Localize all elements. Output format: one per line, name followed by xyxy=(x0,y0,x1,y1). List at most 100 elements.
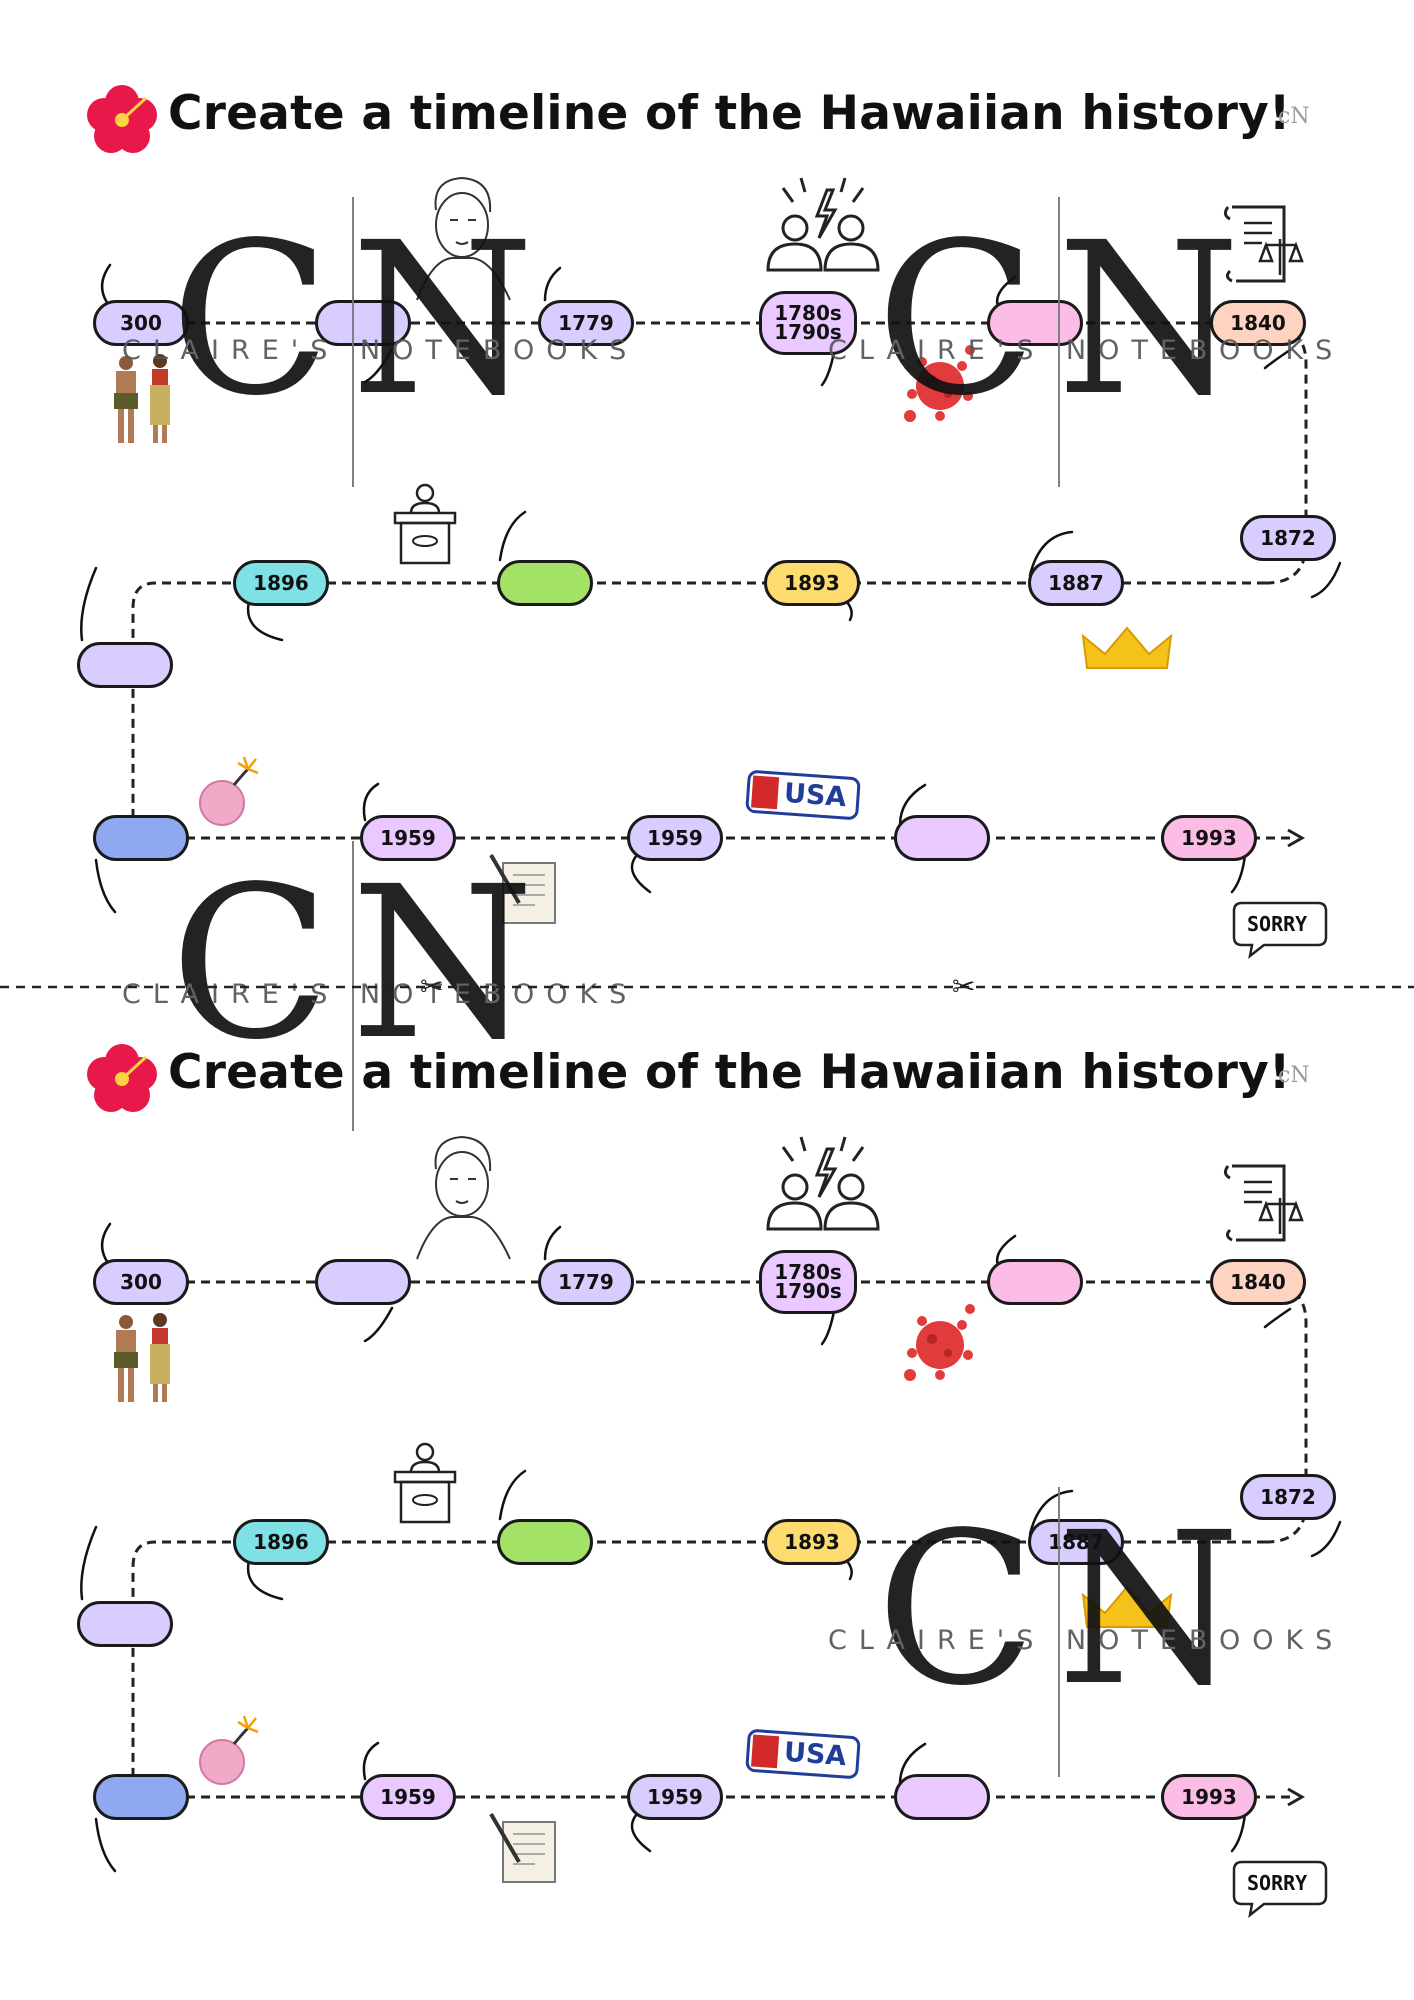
timeline-pill-1959: 1959 xyxy=(627,1774,723,1820)
conflict-people-icon xyxy=(766,1136,880,1231)
timeline-pill-1959: 1959 xyxy=(360,815,456,861)
hand-drawn-curve xyxy=(362,1741,380,1781)
timeline-pill-300: 300 xyxy=(93,1259,189,1305)
timeline-pill-1959: 1959 xyxy=(360,1774,456,1820)
timeline-pill-1993: 1993 xyxy=(1161,1774,1257,1820)
sorry-speech-bubble-icon xyxy=(1232,901,1328,960)
timeline-path-row1 xyxy=(141,321,1308,585)
timeline-pill-1893: 1893 xyxy=(764,1519,860,1565)
document-pen-icon xyxy=(489,853,556,924)
timeline-blank-pill xyxy=(497,560,593,606)
scissors-icon: ✂ xyxy=(952,970,976,1003)
timeline-blank-pill xyxy=(93,1774,189,1820)
podium-speaker-icon xyxy=(393,483,457,565)
hand-drawn-curve xyxy=(94,858,117,914)
small-watermark-mark: cN xyxy=(1278,104,1310,129)
crown-icon xyxy=(1081,626,1173,669)
portrait-sketch-icon xyxy=(416,176,511,301)
timeline-blank-pill xyxy=(987,300,1083,346)
sorry-sticker-label: SORRY xyxy=(1247,1871,1308,1895)
hand-drawn-curve xyxy=(362,782,380,822)
timeline-pill-1887: 1887 xyxy=(1028,560,1124,606)
timeline-pill-1959: 1959 xyxy=(627,815,723,861)
sorry-speech-bubble-icon xyxy=(1232,1860,1328,1919)
hand-drawn-curve xyxy=(543,1225,562,1261)
document-pen-icon xyxy=(489,1812,556,1883)
sorry-sticker-label: SORRY xyxy=(1247,912,1308,936)
hibiscus-icon xyxy=(87,85,157,153)
timeline-blank-pill xyxy=(315,300,411,346)
hand-drawn-curve xyxy=(1310,561,1342,599)
usa-sticker-label: USA xyxy=(782,1736,848,1773)
portrait-sketch-icon xyxy=(416,1135,511,1260)
hand-drawn-curve xyxy=(498,510,527,562)
usa-flag-icon xyxy=(751,775,780,810)
watermark-brand: CLAIRE'S NOTEBOOKS xyxy=(122,979,639,1010)
hand-drawn-curve xyxy=(80,566,98,642)
timeline-blank-pill xyxy=(894,815,990,861)
hand-drawn-curve xyxy=(1230,853,1247,894)
timeline-pill-1893: 1893 xyxy=(764,560,860,606)
bomb-icon xyxy=(199,1715,259,1785)
watermark-brand: CLAIRE'S NOTEBOOKS xyxy=(828,335,1345,366)
timeline-arrow-head xyxy=(1287,1787,1306,1807)
timeline-pill-1896: 1896 xyxy=(233,1519,329,1565)
timeline-blank-pill xyxy=(93,815,189,861)
timeline-pill-300: 300 xyxy=(93,300,189,346)
hand-drawn-curve xyxy=(543,266,562,302)
timeline-blank-pill xyxy=(894,1774,990,1820)
hand-drawn-curve xyxy=(1263,348,1292,370)
podium-speaker-icon xyxy=(393,1442,457,1524)
timeline-blank-pill xyxy=(987,1259,1083,1305)
timeline-pill-1887: 1887 xyxy=(1028,1519,1124,1565)
timeline-pill-1840: 1840 xyxy=(1210,300,1306,346)
timeline-pill-1779: 1779 xyxy=(538,300,634,346)
small-watermark-mark: cN xyxy=(1278,1063,1310,1088)
usa-flag-icon xyxy=(751,1734,780,1769)
hand-drawn-curve xyxy=(1310,1520,1342,1558)
crown-icon xyxy=(1081,1585,1173,1628)
hand-drawn-curve xyxy=(1263,1307,1292,1329)
virus-icon xyxy=(904,345,975,422)
hand-drawn-curve xyxy=(363,1306,394,1343)
watermark-divider xyxy=(1058,197,1060,487)
usa-sticker-label: USA xyxy=(782,777,848,814)
hand-drawn-curve xyxy=(1230,1812,1247,1853)
timeline-pill-1872: 1872 xyxy=(1240,515,1336,561)
virus-icon xyxy=(904,1304,975,1381)
timeline-pill-1872: 1872 xyxy=(1240,1474,1336,1520)
hawaiian-people-icon xyxy=(114,1313,170,1402)
timeline-path-row2 xyxy=(131,581,1266,838)
conflict-people-icon xyxy=(766,177,880,272)
hand-drawn-curve xyxy=(80,1525,98,1601)
law-scroll-icon xyxy=(1223,1164,1304,1242)
timeline-arrow-head xyxy=(1287,828,1306,848)
timeline-pill-1780s-1790s: 1780s 1790s xyxy=(759,1250,857,1314)
watermark-divider xyxy=(352,197,354,487)
timeline-path-row1 xyxy=(141,1280,1308,1544)
timeline-pill-1779: 1779 xyxy=(538,1259,634,1305)
timeline-pill-1780s-1790s: 1780s 1790s xyxy=(759,291,857,355)
hawaiian-people-icon xyxy=(114,354,170,443)
timeline-pill-1840: 1840 xyxy=(1210,1259,1306,1305)
watermark-brand: CLAIRE'S NOTEBOOKS xyxy=(828,1625,1345,1656)
page-title: Create a timeline of the Hawaiian histor… xyxy=(168,1045,1291,1100)
page-title: Create a timeline of the Hawaiian histor… xyxy=(168,86,1291,141)
watermark-brand: CLAIRE'S NOTEBOOKS xyxy=(122,335,639,366)
hand-drawn-curve xyxy=(363,347,394,384)
timeline-pill-1896: 1896 xyxy=(233,560,329,606)
law-scroll-icon xyxy=(1223,205,1304,283)
timeline-path-row2 xyxy=(131,1540,1266,1797)
scissors-icon: ✂ xyxy=(420,970,444,1003)
hand-drawn-curve xyxy=(498,1469,527,1521)
hand-drawn-curve xyxy=(94,1817,117,1873)
watermark-divider xyxy=(1058,1487,1060,1777)
